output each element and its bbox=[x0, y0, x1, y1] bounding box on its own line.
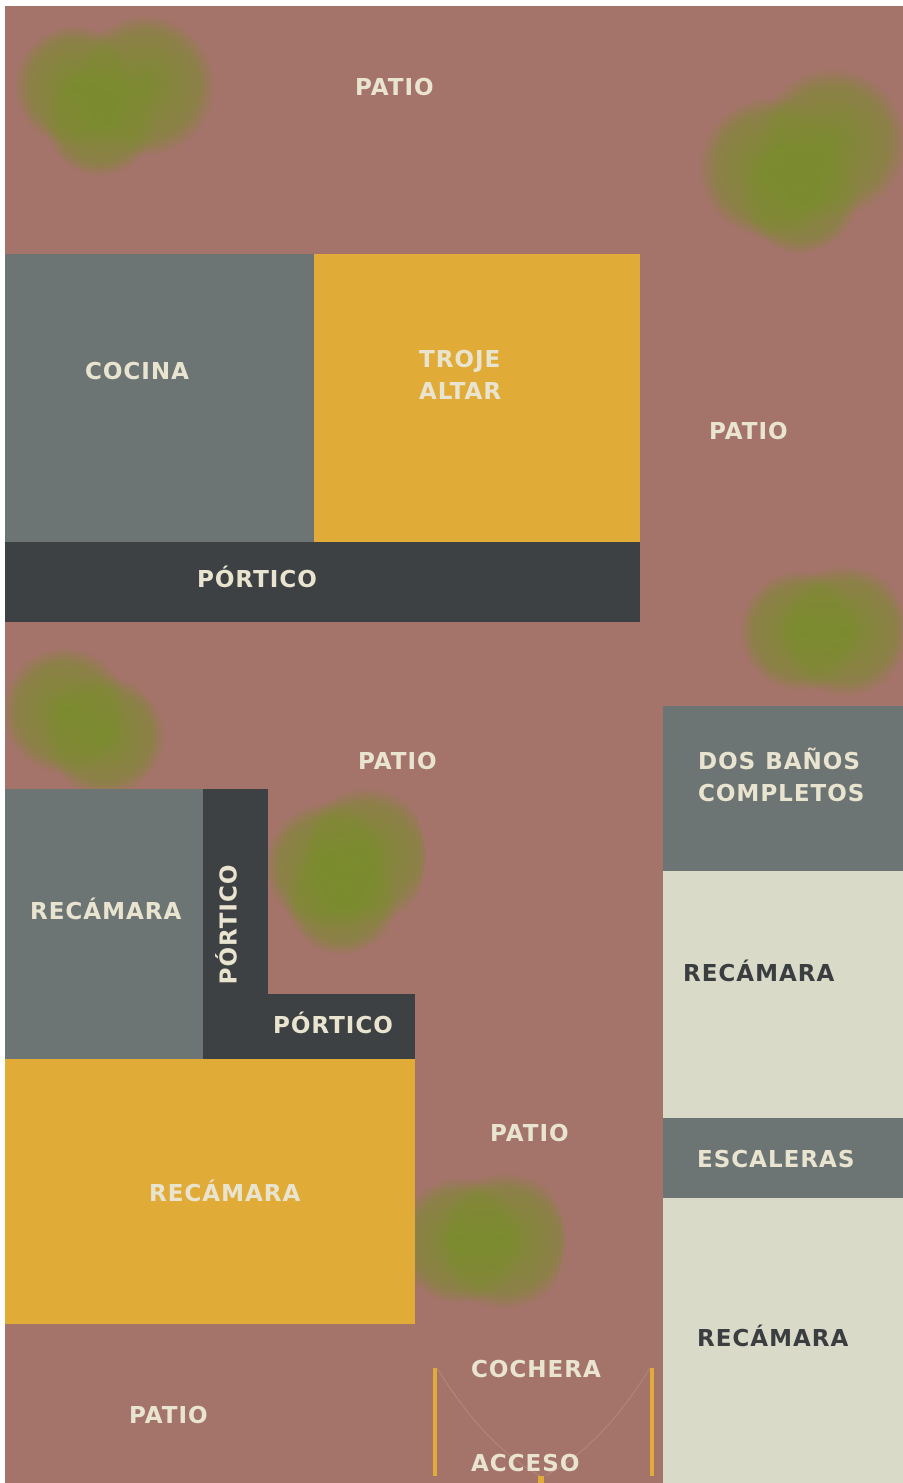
tree-icon bbox=[400, 1166, 565, 1321]
gate-post-left bbox=[433, 1368, 437, 1476]
portico-main bbox=[5, 542, 640, 622]
cocina-room bbox=[5, 254, 314, 542]
banos-room bbox=[663, 706, 903, 871]
patio-bottom-label: PATIO bbox=[129, 1403, 209, 1429]
recamara-left-room bbox=[5, 789, 203, 1059]
tree-icon bbox=[15, 16, 215, 176]
recamara-yellow-room bbox=[5, 1059, 415, 1324]
acceso-label: ACCESO bbox=[471, 1451, 581, 1477]
escaleras-room bbox=[663, 1118, 903, 1198]
tree-icon bbox=[740, 561, 903, 711]
portico-small bbox=[268, 994, 415, 1059]
portico-vertical-label: PÓRTICO bbox=[216, 863, 243, 985]
escaleras-label: ESCALERAS bbox=[697, 1147, 856, 1173]
troje-altar-room bbox=[314, 254, 640, 542]
portico-small-label: PÓRTICO bbox=[273, 1013, 394, 1039]
floor-plan: PATIO COCINA TROJE ALTAR PATIO PÓRTICO P… bbox=[5, 6, 903, 1483]
recamara-left-label: RECÁMARA bbox=[30, 899, 183, 925]
portico-main-label: PÓRTICO bbox=[197, 567, 318, 593]
troje-altar-label: TROJE ALTAR bbox=[419, 347, 503, 405]
banos-label: DOS BAÑOS COMPLETOS bbox=[698, 749, 866, 807]
cocina-label: COCINA bbox=[85, 359, 190, 385]
cochera-label: COCHERA bbox=[471, 1357, 602, 1383]
recamara-right-lower-label: RECÁMARA bbox=[697, 1326, 850, 1352]
patio-top-label: PATIO bbox=[355, 75, 435, 101]
recamara-yellow-label: RECÁMARA bbox=[149, 1181, 302, 1207]
gate-swing-lines bbox=[436, 1367, 651, 1483]
portico-vertical bbox=[203, 789, 268, 1059]
patio-middle-label: PATIO bbox=[358, 749, 438, 775]
recamara-right-upper-room bbox=[663, 871, 903, 1118]
patio-right-label: PATIO bbox=[709, 419, 789, 445]
gate-post-right bbox=[650, 1368, 654, 1476]
tree-icon bbox=[267, 781, 425, 956]
tree-icon bbox=[700, 68, 903, 253]
recamara-right-upper-label: RECÁMARA bbox=[683, 961, 836, 987]
recamara-right-lower-room bbox=[663, 1198, 903, 1483]
patio-lower-label: PATIO bbox=[490, 1121, 570, 1147]
tree-icon bbox=[5, 646, 165, 796]
